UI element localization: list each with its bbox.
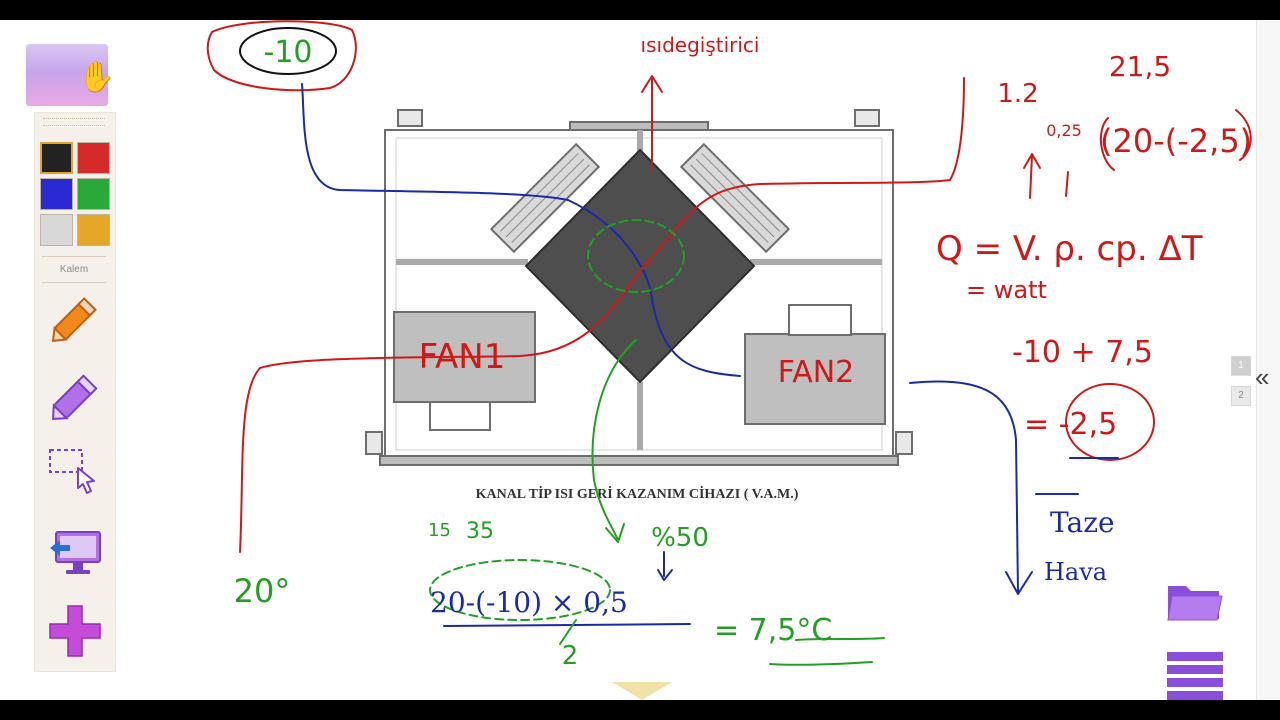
toolbar-divider [42,256,106,257]
unit-note: = watt [966,276,1047,304]
note-21-5: 21,5 [1109,50,1171,83]
outdoor-temp-note: -10 [264,35,313,70]
highlighter-icon [52,374,98,420]
note-15: 15 [428,520,451,541]
formula-result: = 7,5°C [714,613,832,648]
blue-supply-line [909,380,1019,593]
supply-air-label-1: Taze [1050,506,1115,539]
hand-icon: ✋ [78,61,116,94]
blue-flow-line [301,83,741,377]
pen-tool-button[interactable] [44,288,106,350]
chevron-down-icon [612,682,672,700]
green-core-mark [587,219,685,293]
folder-icon [1167,586,1223,621]
select-icon [49,449,95,494]
diagram-caption: KANAL TİP ISI GERİ KAZANIM CİHAZI ( V.A.… [476,485,799,502]
color-swatch-red[interactable] [77,142,110,174]
top-letterbox [0,0,1280,20]
screen-capture-icon [50,531,101,574]
app-logo[interactable]: ✋ [26,44,115,106]
next-page-tab[interactable] [612,682,672,705]
note-35: 35 [466,519,494,544]
pen-tool-label: Kalem [59,264,89,275]
select-tool-button[interactable] [44,444,106,506]
add-page-button[interactable] [44,600,106,662]
efficiency-note: %50 [651,523,709,553]
open-folder-button[interactable] [1166,578,1224,629]
screen-capture-button[interactable] [44,522,106,584]
color-swatch-orange[interactable] [77,214,110,246]
note-1-2: 1.2 [997,79,1038,109]
page-list-button[interactable] [1167,651,1225,705]
supply-air-label-2: Hava [1044,558,1107,586]
color-swatch-black[interactable] [40,142,73,174]
list-icon [1167,652,1223,700]
page-1-button[interactable]: 1 [1231,356,1251,376]
formula-numerator: 20-(-10) × 0,5 [430,586,628,619]
color-swatch-gray[interactable] [40,214,73,246]
bottom-letterbox [0,700,1280,720]
delta-t-expression: (20-(-2,5) [1100,122,1252,160]
black-circle-mark [239,27,337,75]
page-2-button[interactable]: 2 [1231,386,1251,406]
pen-icon [51,297,97,343]
color-swatch-blue[interactable] [40,178,73,210]
fan1-note: FAN1 [419,337,506,377]
heat-equation: Q = V. ρ. cp. ΔT [936,229,1203,269]
color-swatch-green[interactable] [77,178,110,210]
formula-denominator: 2 [562,641,579,671]
red-exhaust-line [239,77,965,553]
add-page-icon [49,605,101,657]
fan2-note: FAN2 [778,355,855,390]
collapse-panel-icon[interactable]: « [1255,362,1270,392]
indoor-temp-note: 20° [234,572,291,610]
note-0-25: 0,25 [1046,121,1082,140]
red-circle-mark [206,20,357,92]
sum-expression: -10 + 7,5 [1012,335,1153,370]
toolbar-drag-handle[interactable] [43,118,105,126]
heat-exchanger-note: ısıdegiştirici [641,33,760,57]
sum-result: = -2,5 [1024,407,1117,442]
right-edge-panel [1256,20,1280,700]
vam-unit-drawing [365,109,913,466]
toolbar-divider [42,282,106,283]
highlighter-tool-button[interactable] [44,366,106,428]
